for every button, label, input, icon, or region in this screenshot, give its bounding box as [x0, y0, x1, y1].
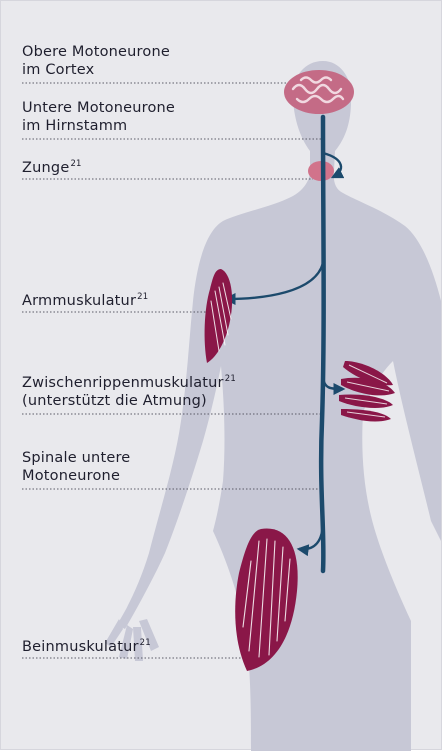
label-upper-motor-neurons-line-1: Obere Motoneurone [22, 43, 170, 61]
label-brainstem-line-2: im Hirnstamm [22, 117, 175, 135]
label-leg-muscles-ref: 21 [140, 638, 151, 648]
label-arm-muscles-text: Armmuskulatur [22, 293, 136, 309]
label-spinal-line-2: Motoneurone [22, 467, 130, 485]
brain-icon [284, 70, 354, 114]
label-arm-muscles-ref: 21 [137, 292, 148, 302]
label-intercostal-line-2: (unterstützt die Atmung) [22, 392, 236, 410]
label-brainstem-line-1: Untere Motoneurone [22, 99, 175, 117]
label-upper-motor-neurons-line-2: im Cortex [22, 61, 170, 79]
label-upper-motor-neurons: Obere Motoneurone im Cortex [22, 43, 170, 79]
label-intercostal-muscles: Zwischenrippenmuskulatur21 (unterstützt … [22, 374, 236, 410]
label-spinal-line-1: Spinale untere [22, 449, 130, 467]
label-lower-motor-neurons-brainstem: Untere Motoneurone im Hirnstamm [22, 99, 175, 135]
label-spinal-lower-motor-neurons: Spinale untere Motoneurone [22, 449, 130, 485]
label-intercostal-line-1: Zwischenrippenmuskulatur [22, 375, 224, 391]
label-arm-muscles: Armmuskulatur21 [22, 292, 148, 310]
label-tongue: Zunge21 [22, 159, 82, 177]
label-tongue-ref: 21 [70, 159, 81, 169]
label-leg-muscles-text: Beinmuskulatur [22, 639, 139, 655]
label-leg-muscles: Beinmuskulatur21 [22, 638, 151, 656]
spinal-nerve [321, 117, 324, 571]
label-tongue-text: Zunge [22, 160, 69, 176]
label-intercostal-ref: 21 [225, 374, 236, 384]
